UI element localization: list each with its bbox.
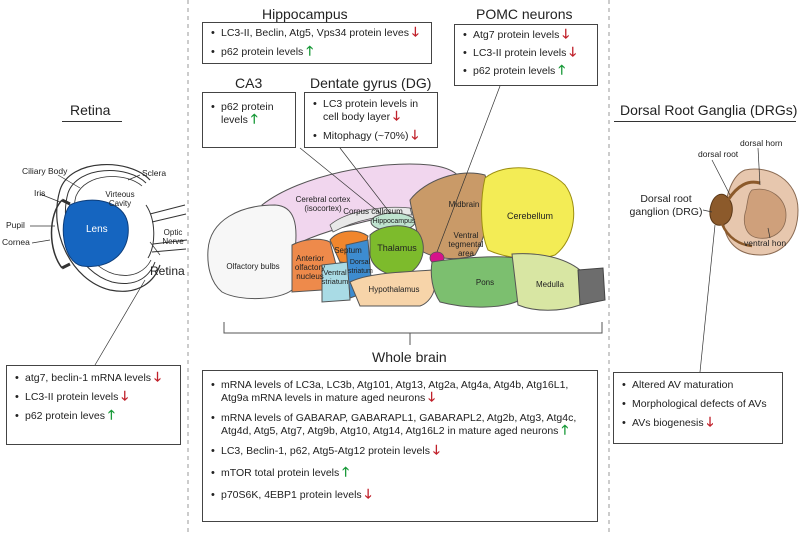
retina-title-underline: [62, 121, 122, 122]
arrow-down-icon: 🡓: [569, 44, 577, 59]
label-ciliary-body: Ciliary Body: [22, 166, 68, 176]
drg-title-underline: [614, 121, 796, 122]
drg-title: Dorsal Root Ganglia (DRGs): [620, 102, 798, 118]
label-olfactory-bulbs: Olfactory bulbs: [226, 262, 280, 271]
arrow-down-icon: 🡓: [562, 26, 570, 41]
label-ventral-striatum: Ventral striatum: [321, 268, 349, 286]
whole-brain-item: LC3, Beclin-1, p62, Atg5-Atg12 protein l…: [211, 442, 591, 458]
drg-item: AVs biogenesis🡓: [622, 414, 776, 430]
arrow-up-icon: 🡑: [250, 111, 258, 126]
whole-brain-findings-box: mRNA levels of LC3a, LC3b, Atg101, Atg13…: [202, 370, 598, 522]
label-lens: Lens: [86, 224, 108, 235]
ca3-findings-box: p62 protein levels🡑: [202, 92, 296, 148]
retina-item: LC3-II protein levels🡓: [15, 388, 174, 404]
hippocampus-findings-box: LC3-II, Beclin, Atg5, Vps34 protein leve…: [202, 22, 432, 64]
label-hippocampus: Hippocampus: [372, 218, 416, 225]
label-hypothalamus: Hypothalamus: [368, 285, 420, 294]
ventral-striatum-region: [321, 261, 351, 303]
arrow-down-icon: 🡓: [154, 369, 161, 384]
label-ventral-tegmental-area: Ventral tegmental area: [448, 231, 484, 258]
pomc-findings-box: Atg7 protein levels🡓 LC3-II protein leve…: [454, 24, 598, 86]
pons-region: [430, 256, 521, 308]
retina-item: p62 protein leves🡑: [15, 407, 174, 423]
arrow-up-icon: 🡑: [342, 464, 350, 479]
cerebellum-region: [481, 167, 575, 260]
label-pons: Pons: [475, 278, 495, 287]
label-medulla: Medulla: [535, 280, 564, 289]
label-thalamus: Thalamus: [377, 243, 417, 253]
arrow-down-icon: 🡓: [411, 24, 419, 39]
whole-brain-item: mRNA levels of LC3a, LC3b, Atg101, Atg13…: [211, 379, 591, 405]
arrow-down-icon: 🡓: [428, 389, 436, 404]
label-septum: Septum: [334, 246, 362, 255]
label-midbrain: Midbrain: [448, 200, 480, 209]
label-cerebellum: Cerebellum: [506, 211, 554, 221]
pomc-title: POMC neurons: [476, 6, 573, 22]
lens-shape: [62, 199, 129, 268]
label-drg-name: Dorsal root ganglion (DRG): [629, 193, 703, 218]
label-dorsal-root: dorsal root: [698, 149, 739, 159]
label-sclera: Sclera: [142, 168, 167, 178]
whole-brain-title: Whole brain: [372, 349, 447, 365]
arrow-down-icon: 🡓: [706, 414, 714, 429]
ca3-title: CA3: [235, 75, 263, 91]
pomc-item: LC3-II protein levels🡓: [463, 44, 591, 60]
dentate-gyrus-item: Mitophagy (~70%)🡓: [313, 127, 431, 143]
whole-brain-item: p70S6K, 4EBP1 protein levels🡓: [211, 486, 591, 502]
arrow-down-icon: 🡓: [121, 388, 129, 403]
whole-brain-item: mTOR total protein levels🡑: [211, 464, 591, 480]
label-iris: Iris: [34, 188, 46, 198]
ca3-item: p62 protein levels🡑: [211, 101, 289, 127]
arrow-up-icon: 🡑: [306, 43, 314, 58]
arrow-up-icon: 🡑: [558, 62, 566, 77]
retina-item: atg7, beclin-1 mRNA levels🡓: [15, 369, 174, 385]
hippocampus-item: p62 protein levels🡑: [211, 43, 425, 59]
pomc-item: Atg7 protein levels🡓: [463, 26, 591, 42]
drg-ganglion: [709, 193, 733, 226]
thalamus-region: [369, 225, 424, 277]
label-anterior-olfactory-nucleus: Anterior olfactory nucleus: [294, 254, 326, 281]
drg-findings-box: Altered AV maturation Morphological defe…: [613, 372, 783, 444]
label-optic-nerve: Optic Nerve: [162, 228, 184, 246]
whole-brain-item: mRNA levels of GABARAP, GABARAPL1, GABAR…: [211, 412, 591, 438]
arrow-up-icon: 🡑: [107, 407, 115, 422]
arrow-down-icon: 🡓: [432, 442, 440, 457]
label-cornea: Cornea: [2, 237, 30, 247]
arrow-down-icon: 🡓: [393, 108, 400, 123]
dentate-gyrus-item: LC3 protein levels in cell body layer🡓: [313, 98, 431, 124]
drg-item: Altered AV maturation: [622, 379, 776, 392]
label-corpus-callosum: Corpus callosum: [343, 207, 403, 216]
retina-findings-box: atg7, beclin-1 mRNA levels🡓 LC3-II prote…: [6, 365, 181, 445]
dentate-gyrus-title: Dentate gyrus (DG): [310, 75, 432, 91]
label-dorsal-horn: dorsal horn: [740, 138, 783, 148]
arrow-up-icon: 🡑: [561, 422, 569, 437]
dentate-gyrus-findings-box: LC3 protein levels in cell body layer🡓 M…: [304, 92, 438, 148]
arrow-down-icon: 🡓: [364, 486, 372, 501]
label-dorsal-striatum: Dorsal striatum: [348, 259, 373, 275]
spinal-cord-stub: [577, 267, 606, 306]
drg-item: Morphological defects of AVs: [622, 398, 776, 411]
arrow-down-icon: 🡓: [411, 127, 419, 142]
label-ventral-hon: ventral hon: [744, 238, 787, 248]
retina-title: Retina: [70, 102, 111, 118]
label-pupil: Pupil: [6, 220, 25, 230]
hippocampus-title: Hippocampus: [262, 6, 348, 22]
pomc-item: p62 protein levels🡑: [463, 62, 591, 78]
label-cerebral-cortex: Cerebral cortex (isocortex): [295, 195, 351, 213]
label-virteous-cavity: Virteous Cavity: [105, 190, 135, 208]
label-retina: Retina: [150, 264, 185, 278]
hippocampus-item: LC3-II, Beclin, Atg5, Vps34 protein leve…: [211, 24, 425, 40]
